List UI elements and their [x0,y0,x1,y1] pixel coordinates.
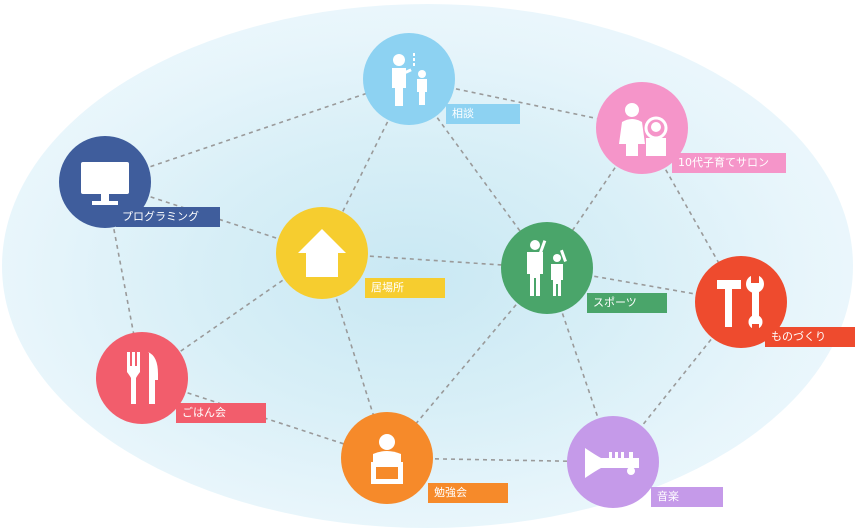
node-programming-label: プログラミング [116,207,220,227]
study-icon [371,434,403,484]
node-soudan-circle [363,33,455,125]
node-sports-circle [501,222,593,314]
node-ibasho-circle [276,207,368,299]
parent-child-icon [619,103,668,156]
node-benkyou-label: 勉強会 [428,483,508,503]
tools-icon [717,275,764,330]
house-icon [298,229,346,277]
node-salon-label: 10代子育てサロン [672,153,786,173]
node-benkyou-circle [341,412,433,504]
consultation-icon [392,53,427,106]
node-ongaku-circle [567,416,659,508]
sports-people-icon [527,240,567,296]
node-sports-label: スポーツ [587,293,667,313]
node-soudan-label: 相談 [446,104,520,124]
link-benkyou-ongaku [386,457,614,463]
monitor-icon [81,162,129,205]
fork-knife-icon [127,352,158,404]
node-monozukuri-label: ものづくり [765,327,855,347]
node-ibasho-label: 居場所 [365,278,445,298]
trumpet-icon [585,448,639,478]
node-gohan-circle [96,332,188,424]
node-gohan-label: ごはん会 [176,403,266,423]
link-programming-soudan [104,78,410,183]
node-ongaku-label: 音楽 [651,487,723,507]
